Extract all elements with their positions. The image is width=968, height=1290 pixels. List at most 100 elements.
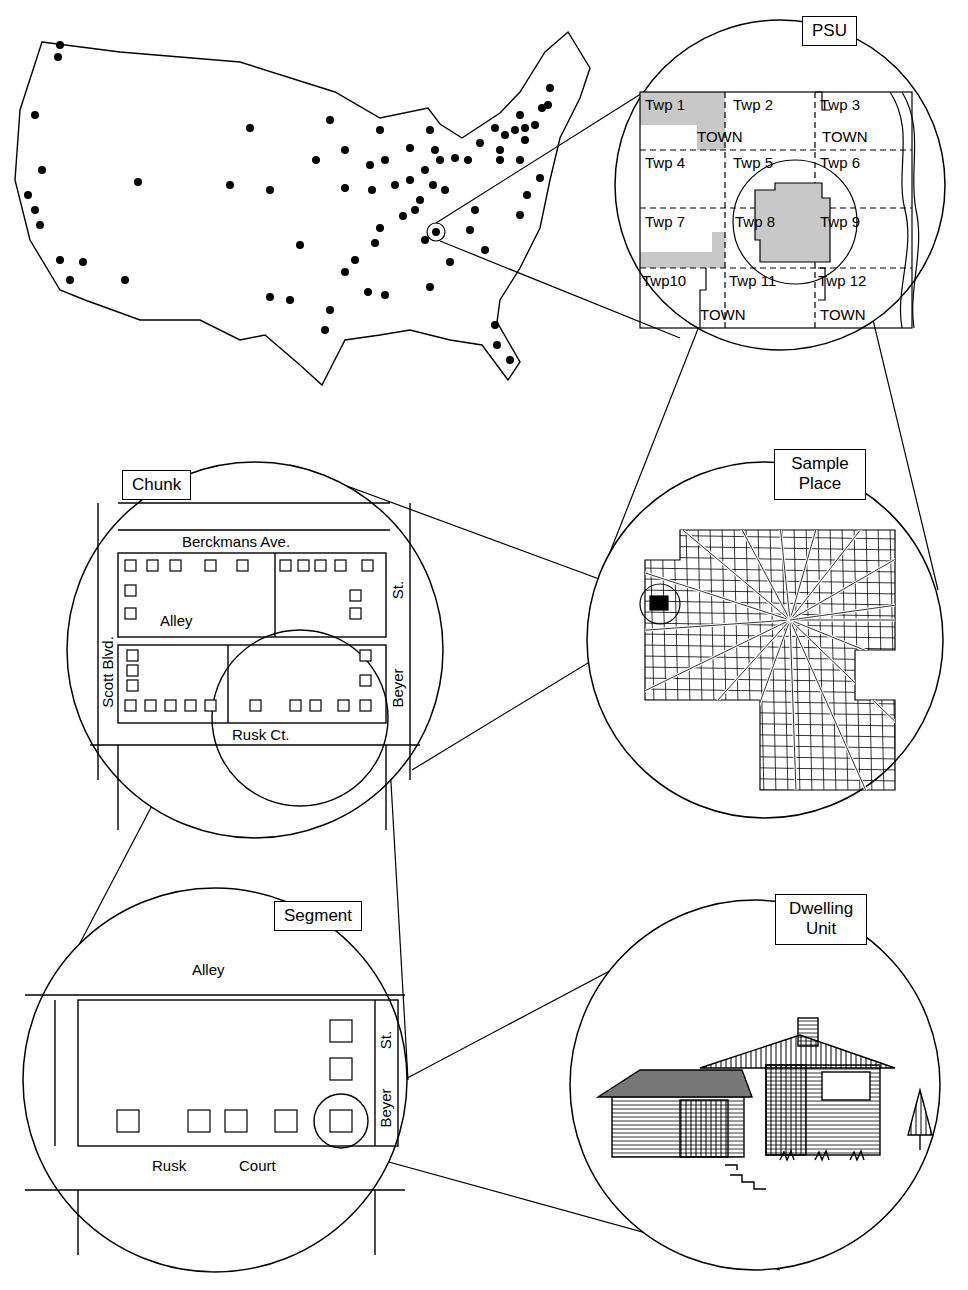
street-map [790, 415, 950, 620]
street-map [640, 535, 900, 539]
house-symbol [125, 608, 136, 619]
street-map [746, 525, 752, 795]
chunk-blocks [90, 503, 420, 830]
township-grid [640, 92, 912, 328]
house-symbol [117, 1110, 139, 1132]
street-map [556, 620, 790, 734]
sample-dot [381, 156, 389, 164]
street-map [890, 525, 896, 795]
street-map [640, 590, 900, 594]
sample-dot [351, 256, 359, 264]
street-map [556, 620, 790, 734]
house-symbol [360, 675, 371, 686]
sample-dot [341, 146, 349, 154]
house-drawing [766, 1065, 806, 1155]
street-map [616, 620, 790, 813]
house-drawing [766, 1065, 880, 1155]
street-map [674, 525, 680, 795]
street-map [531, 620, 790, 638]
street-map [790, 620, 799, 880]
street-map [531, 620, 790, 638]
street-map [640, 667, 900, 671]
street-map [640, 568, 900, 572]
chunk-blocks [118, 645, 386, 723]
sample-dot [521, 136, 529, 144]
house-symbol [315, 560, 326, 571]
sample-dot [416, 196, 424, 204]
segment-block [25, 1189, 405, 1190]
street-label: Scott Blvd. [100, 634, 117, 710]
street-map [616, 620, 790, 813]
house-drawing [700, 1035, 895, 1068]
sample-dot [406, 176, 414, 184]
sample-dot [54, 53, 62, 61]
house-symbol [225, 1110, 247, 1132]
house-symbol [125, 700, 136, 711]
house-symbol [310, 700, 321, 711]
township-label: TOWN [697, 129, 743, 146]
street-map [790, 490, 968, 620]
house-symbol [147, 560, 158, 571]
sample-dot [451, 154, 459, 162]
street-label: St. [378, 1029, 395, 1051]
sample-dot [266, 293, 274, 301]
house-symbol [280, 560, 291, 571]
sample-dot [536, 174, 544, 182]
street-map [640, 557, 900, 561]
street-map [790, 620, 968, 801]
sample-dot [321, 326, 329, 334]
street-label: St. [390, 579, 407, 601]
street-map [790, 415, 950, 620]
sample-dot [371, 239, 379, 247]
us-map [15, 32, 590, 385]
township-label: Twp 3 [820, 97, 860, 114]
sample-dot [446, 258, 454, 266]
house-symbol [350, 590, 361, 601]
stage-name: Chunk [132, 475, 181, 495]
street-map [790, 620, 968, 621]
street-map [640, 700, 900, 704]
sample-dot [523, 191, 531, 199]
sample-dot [546, 84, 554, 92]
zoom-circle [615, 20, 945, 350]
house-drawing [725, 1165, 737, 1170]
street-map [640, 546, 900, 550]
sample-dot [31, 111, 39, 119]
zoom-circle [587, 462, 943, 818]
house-drawing [612, 1095, 744, 1157]
township-label: TOWN [820, 307, 866, 324]
zoom-circle [23, 20, 945, 1272]
house-symbol [125, 560, 373, 711]
chunk-blocks [97, 503, 98, 780]
house-symbol [165, 700, 176, 711]
sample-dot [421, 166, 429, 174]
sample-dot [364, 288, 372, 296]
street-label: Rusk Ct. [230, 727, 292, 744]
zoom-circle [570, 900, 940, 1270]
township-label: Twp 5 [733, 155, 773, 172]
street-map [686, 525, 692, 795]
street-map [662, 525, 668, 795]
street-map [650, 525, 656, 795]
house-symbol [125, 585, 136, 596]
street-map [640, 711, 900, 715]
street-map [790, 584, 968, 620]
township-grid [724, 92, 725, 328]
stage-name: PSU [812, 21, 847, 41]
sample-dot [312, 156, 320, 164]
sample-dot [79, 258, 87, 266]
street-label: Beyer [390, 666, 407, 709]
sample-dot [341, 268, 349, 276]
chunk-blocks [118, 502, 390, 503]
segment-block [314, 1094, 368, 1148]
house-symbol [170, 560, 181, 571]
segment-block [25, 994, 405, 995]
house-symbol [330, 1020, 352, 1042]
sample-dot [491, 321, 499, 329]
house-symbol [360, 700, 371, 711]
sample-dot [501, 131, 509, 139]
street-map [640, 634, 900, 638]
sample-dot [496, 156, 504, 164]
stage-label: Segment [274, 901, 362, 931]
